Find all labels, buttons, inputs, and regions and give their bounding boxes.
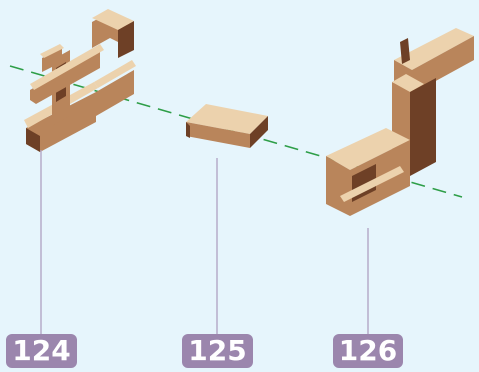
part-126-block	[326, 28, 474, 216]
part-124-block	[24, 9, 136, 152]
part-label-125: 125	[182, 334, 253, 368]
part-125-block	[186, 104, 268, 148]
part-label-124: 124	[6, 334, 77, 368]
part-label-126: 126	[333, 334, 403, 368]
